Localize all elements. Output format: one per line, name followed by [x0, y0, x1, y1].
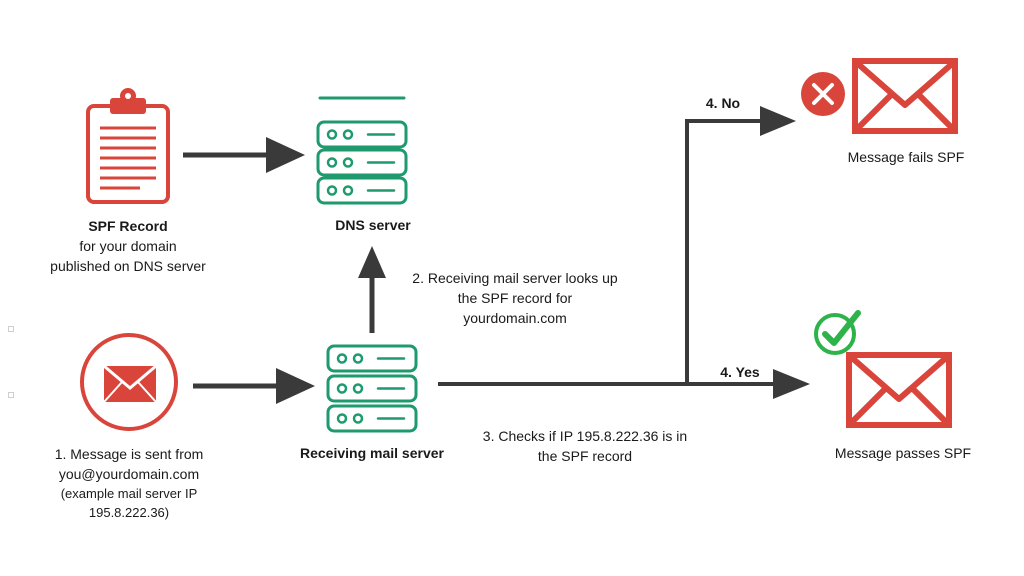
- x-circle-icon: [801, 72, 845, 116]
- edge-marker: [8, 392, 14, 398]
- arrow-spf-to-dns: [183, 137, 305, 173]
- spf-record-line1: for your domain: [79, 238, 177, 254]
- branch-yes-label: 4. Yes: [720, 364, 760, 380]
- pass-result-label: Message passes SPF: [834, 445, 972, 461]
- checkmark-icon: [814, 310, 861, 355]
- check-line2: the SPF record: [537, 448, 633, 464]
- sender-line1: 1. Message is sent from: [54, 446, 204, 462]
- lookup-line1: 2. Receiving mail server looks up: [412, 270, 618, 286]
- check-line1: 3. Checks if IP 195.8.222.36 is in: [482, 428, 688, 444]
- dns-server-icon: [316, 96, 408, 205]
- lookup-line2: the SPF record for: [457, 290, 573, 306]
- arrow-sender-to-receiver: [193, 368, 315, 404]
- sender-envelope-icon: [80, 333, 178, 431]
- pass-envelope-icon: [849, 355, 949, 425]
- sender-line4: 195.8.222.36): [88, 505, 170, 520]
- branch-no-label: 4. No: [705, 95, 741, 111]
- arrow-receiver-to-dns: [358, 246, 386, 333]
- fail-result-label: Message fails SPF: [847, 149, 965, 165]
- arrow-branch: [438, 106, 810, 399]
- sender-line3: (example mail server IP: [60, 486, 198, 501]
- clipboard-icon: [86, 88, 170, 204]
- fail-envelope-icon: [855, 61, 955, 131]
- spf-record-title: SPF Record: [88, 218, 168, 234]
- spf-record-line2: published on DNS server: [50, 258, 206, 274]
- receiving-server-icon: [326, 344, 418, 433]
- dns-server-label: DNS server: [335, 217, 411, 233]
- receiving-server-label: Receiving mail server: [300, 445, 444, 461]
- lookup-line3: yourdomain.com: [463, 310, 567, 326]
- edge-marker: [8, 326, 14, 332]
- sender-line2: you@yourdomain.com: [58, 466, 200, 482]
